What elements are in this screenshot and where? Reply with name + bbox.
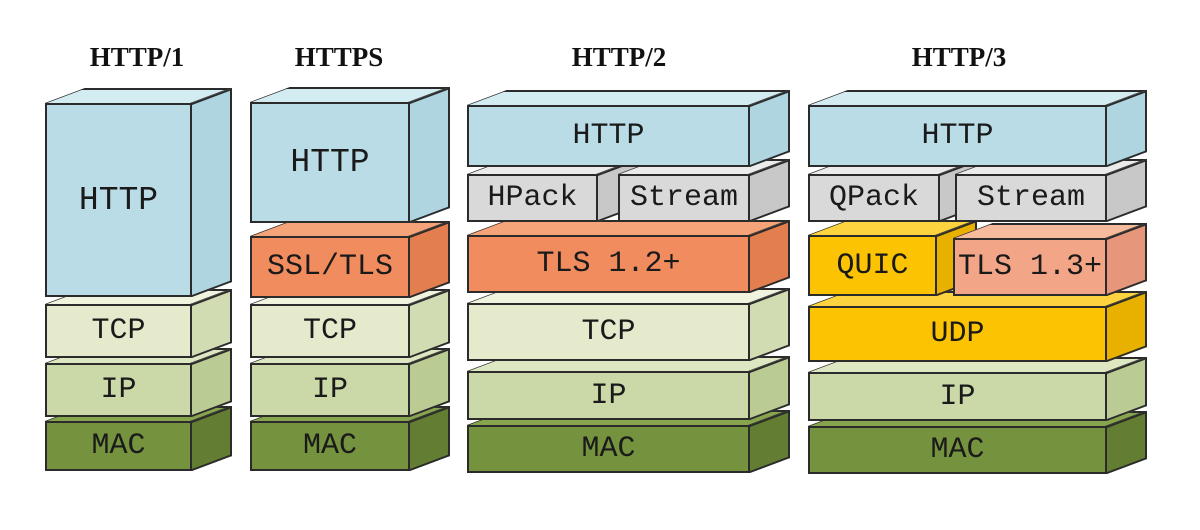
layer-label: TCP bbox=[581, 315, 636, 349]
layer-label: Stream bbox=[629, 181, 739, 215]
layer-label: HTTP bbox=[290, 144, 370, 181]
column-title-https: HTTPS bbox=[294, 42, 384, 72]
http3-qpack-box: QPack bbox=[808, 158, 980, 222]
box-front-face: MAC bbox=[467, 425, 750, 473]
box-front-face: TCP bbox=[250, 304, 410, 358]
column-title-http2: HTTP/2 bbox=[571, 42, 667, 72]
box-front-face: IP bbox=[467, 371, 750, 420]
layer-label: Stream bbox=[976, 181, 1086, 215]
http3-quic-box: QUIC bbox=[808, 219, 977, 296]
box-front-face: MAC bbox=[808, 426, 1107, 474]
box-front-face: QPack bbox=[808, 174, 940, 222]
layer-label: HPack bbox=[487, 181, 578, 215]
box-front-face: IP bbox=[808, 372, 1107, 421]
layer-label: TLS 1.3+ bbox=[957, 250, 1103, 284]
box-front-face: TCP bbox=[45, 304, 192, 358]
layer-label: MAC bbox=[581, 432, 636, 466]
box-front-face: TLS 1.2+ bbox=[467, 235, 750, 293]
layer-label: HTTP bbox=[78, 181, 159, 219]
column-title-http3: HTTP/3 bbox=[911, 42, 1007, 72]
column-title-http1: HTTP/1 bbox=[89, 42, 185, 72]
http2-tls-box: TLS 1.2+ bbox=[467, 219, 790, 293]
box-top-face bbox=[467, 90, 790, 105]
box-side-face bbox=[192, 87, 232, 297]
layer-label: MAC bbox=[91, 429, 146, 463]
http2-hpack-box: HPack bbox=[467, 158, 638, 222]
http1-tcp-box: TCP bbox=[45, 288, 232, 358]
box-front-face: HPack bbox=[467, 174, 598, 222]
box-front-face: MAC bbox=[250, 421, 410, 471]
box-front-face: Stream bbox=[618, 174, 750, 222]
http1-ip-box: IP bbox=[45, 347, 232, 417]
layer-label: QUIC bbox=[836, 248, 909, 283]
layer-label: MAC bbox=[302, 429, 357, 463]
box-front-face: HTTP bbox=[45, 103, 192, 297]
box-front-face: Stream bbox=[955, 174, 1107, 222]
box-front-face: HTTP bbox=[467, 105, 750, 167]
https-http-box: HTTP bbox=[250, 86, 450, 223]
box-side-face bbox=[410, 86, 450, 223]
http2-tcp-box: TCP bbox=[467, 287, 790, 361]
box-top-face bbox=[467, 220, 790, 235]
box-front-face: IP bbox=[45, 363, 192, 417]
box-front-face: UDP bbox=[808, 306, 1107, 362]
box-side-face bbox=[1107, 89, 1147, 167]
box-front-face: TCP bbox=[467, 303, 750, 361]
http1-mac-box: MAC bbox=[45, 405, 232, 471]
box-front-face: MAC bbox=[45, 421, 192, 471]
box-front-face: SSL/TLS bbox=[250, 236, 410, 298]
box-front-face: TLS 1.3+ bbox=[953, 238, 1107, 296]
http3-mac-box: MAC bbox=[808, 410, 1147, 474]
box-front-face: HTTP bbox=[250, 102, 410, 223]
box-front-face: HTTP bbox=[808, 105, 1107, 167]
http2-http-box: HTTP bbox=[467, 89, 790, 167]
http3-udp-box: UDP bbox=[808, 290, 1147, 362]
layer-label: IP bbox=[939, 379, 976, 414]
http3-ip-box: IP bbox=[808, 356, 1147, 421]
box-side-face bbox=[750, 89, 790, 167]
box-top-face bbox=[808, 90, 1147, 105]
layer-label: SSL/TLS bbox=[266, 250, 394, 284]
https-mac-box: MAC bbox=[250, 405, 450, 471]
layer-label: IP bbox=[100, 373, 137, 407]
box-front-face: QUIC bbox=[808, 235, 937, 296]
https-ssl-tls-box: SSL/TLS bbox=[250, 220, 450, 298]
layer-label: TCP bbox=[302, 314, 357, 348]
http3-tls-box: TLS 1.3+ bbox=[953, 222, 1147, 296]
layer-label: IP bbox=[311, 373, 348, 407]
layer-label: TCP bbox=[91, 314, 146, 348]
http2-stream-box: Stream bbox=[618, 158, 790, 222]
http1-http-box: HTTP bbox=[45, 87, 232, 297]
http3-http-box: HTTP bbox=[808, 89, 1147, 167]
box-front-face: IP bbox=[250, 363, 410, 417]
https-tcp-box: TCP bbox=[250, 288, 450, 358]
box-side-face bbox=[410, 220, 450, 298]
http2-ip-box: IP bbox=[467, 355, 790, 420]
layer-label: QPack bbox=[828, 181, 919, 215]
layer-label: HTTP bbox=[921, 119, 994, 153]
layer-label: MAC bbox=[930, 433, 985, 467]
layer-label: TLS 1.2+ bbox=[536, 247, 681, 281]
layer-label: IP bbox=[590, 378, 627, 413]
layer-label: HTTP bbox=[572, 119, 645, 153]
layer-label: UDP bbox=[930, 317, 985, 351]
http2-mac-box: MAC bbox=[467, 409, 790, 473]
http3-stream-box: Stream bbox=[955, 158, 1147, 222]
https-ip-box: IP bbox=[250, 347, 450, 417]
